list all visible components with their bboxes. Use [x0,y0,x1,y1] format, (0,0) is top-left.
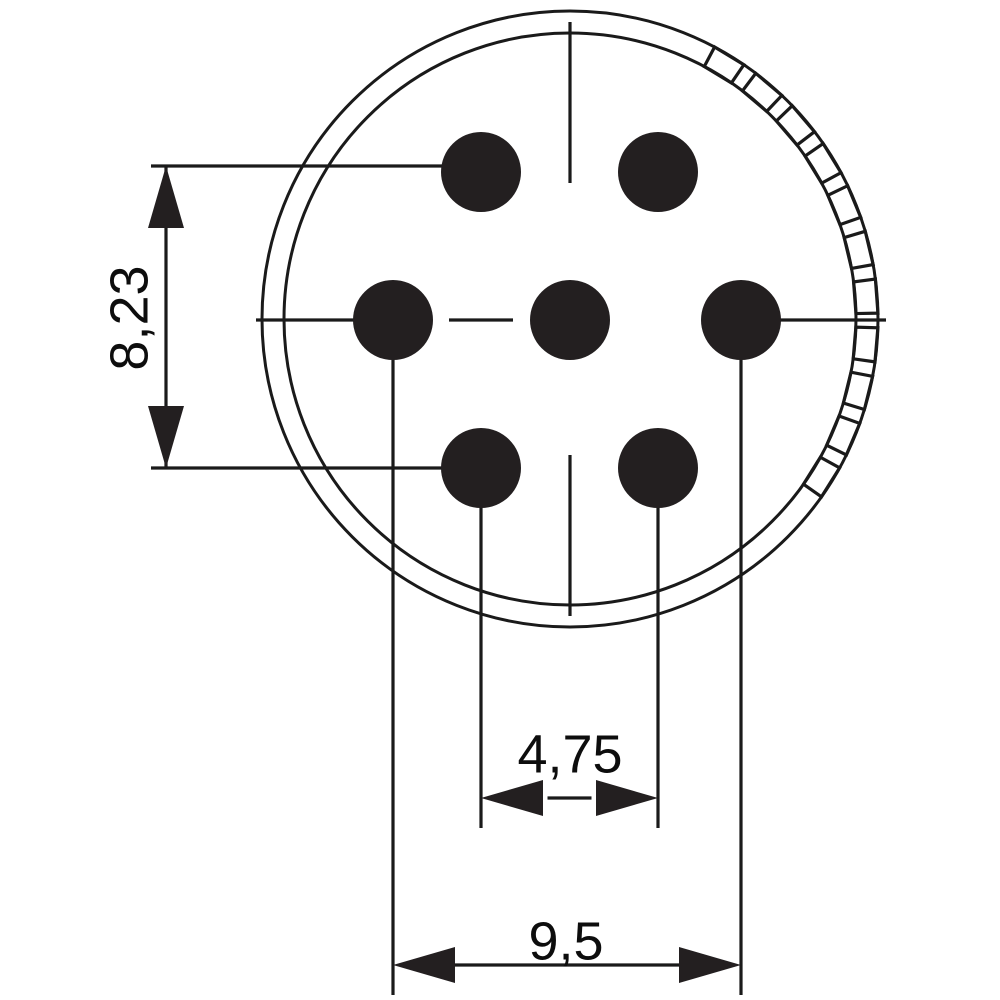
pin-contacts-group [353,132,781,508]
pin-middle-right [701,280,781,360]
dimension-annotations-group [148,166,741,983]
pin-middle-left [353,280,433,360]
outer-pin-spacing-arrow-left [393,947,455,983]
dimension-label-inner: 4,75 [517,724,622,784]
knurl-segment [842,229,876,271]
knurl-segment [825,183,863,227]
knurl-segment [841,370,875,412]
vertical-pin-spacing-arrow-down [148,406,184,468]
knurl-segment [774,103,817,148]
knurl-segment [851,325,880,364]
pin-top-right [618,132,698,212]
pin-top-left [441,132,521,212]
pin-bottom-right [618,428,698,508]
pin-center [530,280,610,360]
knurl-segment [702,44,747,86]
housing-knurl-segments [702,44,880,500]
knurl-segment [851,277,880,316]
knurl-segment [802,141,844,186]
dimension-label-outer: 9,5 [528,911,603,971]
pin-bottom-left [441,428,521,508]
center-marks-group [449,22,572,616]
vertical-pin-spacing-arrow-up [148,166,184,228]
outer-pin-spacing-arrow-right [679,947,741,983]
inner-pin-spacing-arrow-right [596,780,658,816]
knurl-segment [801,455,842,500]
inner-pin-spacing-arrow-left [481,780,543,816]
knurl-segment [740,70,785,114]
extension-lines-group [151,164,886,995]
dimension-label-vertical: 8,23 [99,265,159,370]
knurl-segment [824,413,862,458]
